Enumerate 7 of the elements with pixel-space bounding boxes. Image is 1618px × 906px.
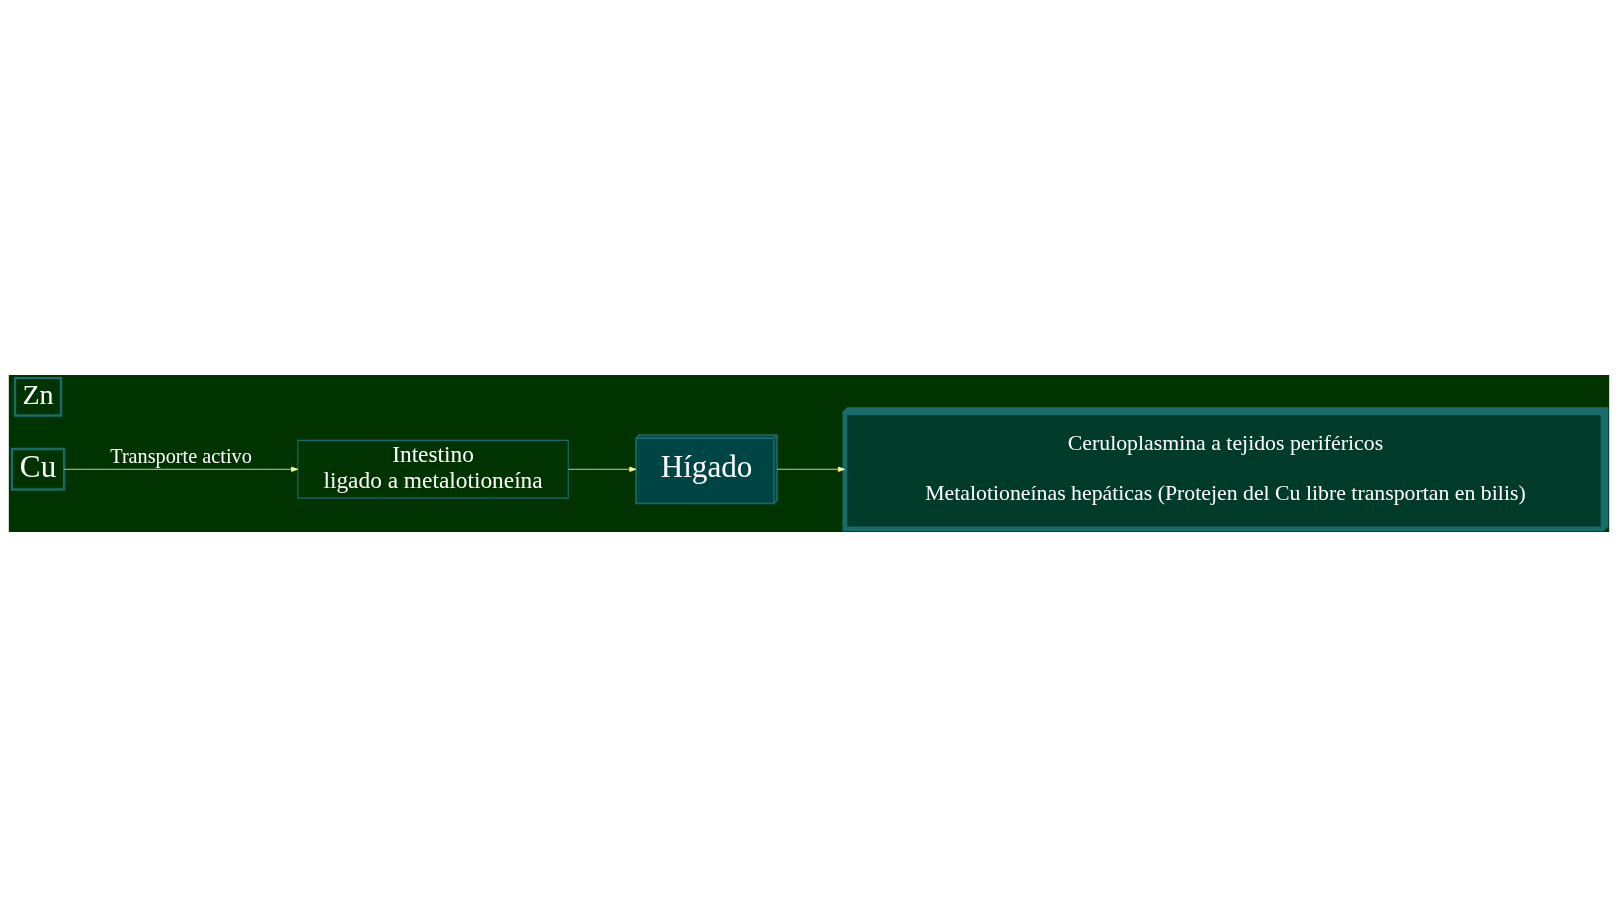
edge-label: Transporte activo: [110, 444, 252, 467]
node-box: Intestino ligado a metalotioneína: [297, 439, 569, 499]
arrow: [63, 466, 299, 472]
node-box: Cu: [10, 447, 66, 491]
arrow: [568, 466, 637, 472]
arrow: [776, 466, 845, 472]
node-box: Zn: [13, 376, 63, 417]
